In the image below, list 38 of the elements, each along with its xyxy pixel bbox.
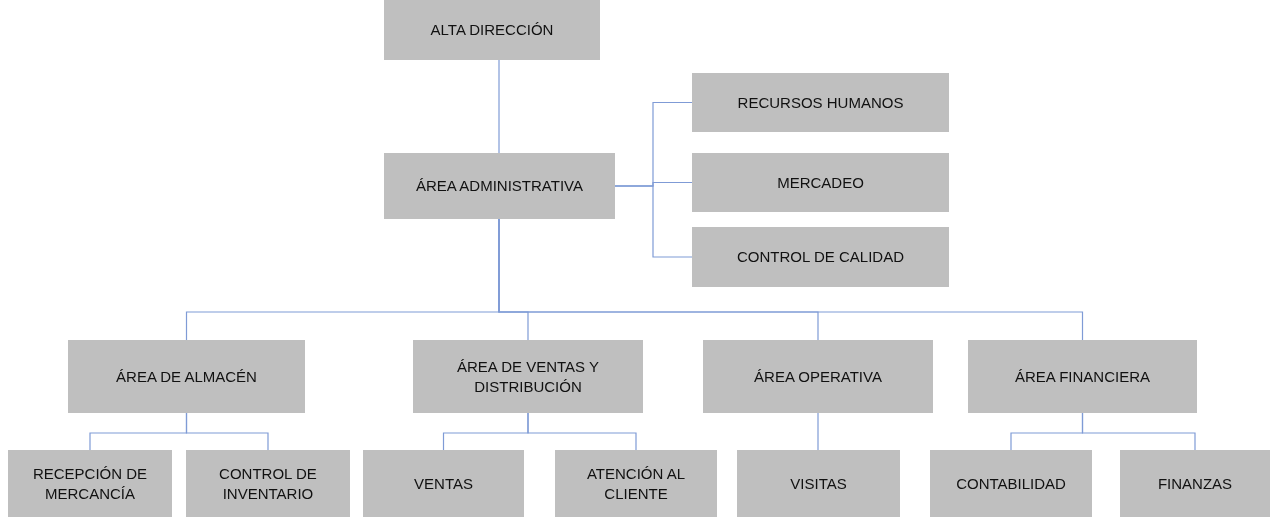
org-unit-box [413, 340, 643, 413]
org-unit-box [8, 450, 172, 517]
org-unit-box [930, 450, 1092, 517]
unit-name: RECURSOS HUMANOS [737, 92, 904, 113]
connector-line [1081, 412, 1196, 451]
org-unit-box [737, 450, 900, 517]
org-unit-box [703, 340, 933, 413]
unit-name: ÁREA DE ALMACÉN [116, 366, 257, 387]
unit-name: CONTABILIDAD [956, 473, 1066, 494]
unit-name: CONTROL DE CALIDAD [737, 247, 904, 267]
connector-line [185, 412, 269, 451]
connector-line [817, 412, 819, 451]
unit-name: ATENCIÓN AL CLIENTE [585, 464, 687, 503]
org-unit-box [68, 340, 305, 413]
unit-name: ÁREA OPERATIVA [754, 366, 882, 387]
unit-name: VISITAS [790, 473, 847, 494]
connector-line [614, 185, 693, 258]
org-unit-box [968, 340, 1197, 413]
org-unit-box [384, 0, 600, 60]
unit-name: ÁREA ADMINISTRATIVA [416, 176, 583, 196]
unit-name: ALTA DIRECCIÓN [430, 20, 554, 40]
unit-name: CONTROL DE INVENTARIO [218, 464, 318, 503]
org-unit-box [384, 153, 615, 219]
unit-name: VENTAS [414, 473, 473, 494]
org-unit-box [186, 450, 350, 517]
org-unit-box [363, 450, 524, 517]
connector-line [498, 59, 500, 154]
connector-line [527, 412, 637, 451]
unit-name: RECEPCIÓN DE MERCANCÍA [31, 464, 149, 503]
org-unit-box [692, 153, 949, 212]
unit-name: ÁREA FINANCIERA [1015, 366, 1150, 387]
org-unit-box [692, 73, 949, 132]
org-unit-box [1120, 450, 1270, 517]
unit-name: MERCADEO [777, 172, 864, 193]
org-unit-box [555, 450, 717, 517]
unit-name: ÁREA DE VENTAS Y DISTRIBUCIÓN [456, 357, 600, 396]
unit-name: FINANZAS [1157, 473, 1233, 494]
org-unit-box [692, 227, 949, 287]
